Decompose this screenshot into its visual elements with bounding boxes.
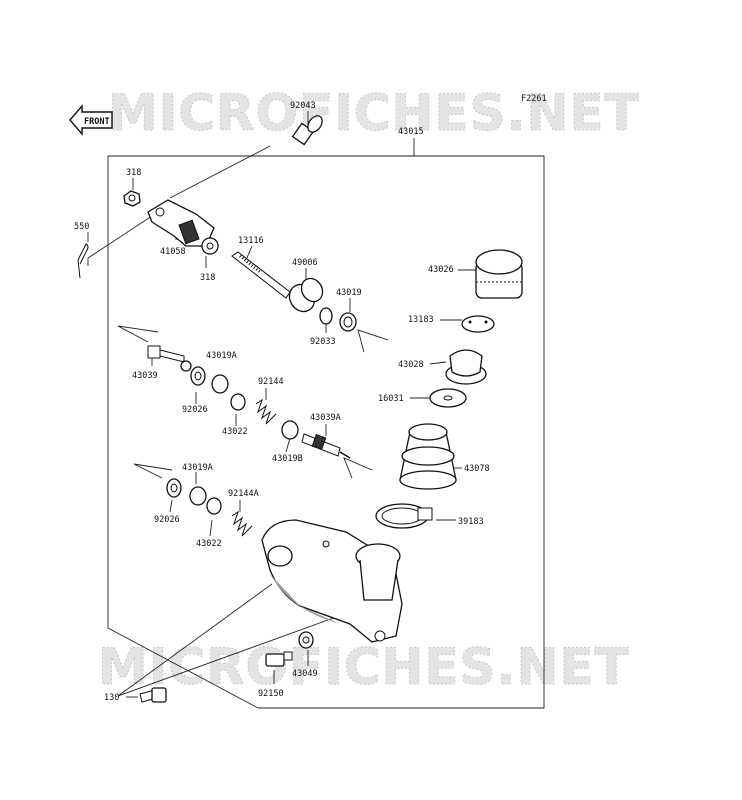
part-master-cylinder-body	[261, 519, 403, 643]
label-39183: 39183	[458, 517, 484, 527]
part-43028-diaphragm	[445, 349, 487, 385]
part-43078-reservoir-boot	[399, 423, 457, 490]
figure-code: F2261	[521, 94, 547, 104]
front-label: FRONT	[84, 117, 110, 127]
label-43078: 43078	[464, 464, 490, 474]
part-550-cotter-pin	[77, 243, 89, 279]
label-92144: 92144	[258, 377, 284, 387]
part-39183-hose-clamp	[375, 503, 433, 529]
label-43019A-1: 43019A	[206, 351, 237, 361]
label-43049: 43049	[292, 669, 318, 679]
part-43026-reservoir-cap	[475, 249, 523, 299]
label-92150: 92150	[258, 689, 284, 699]
label-43039: 43039	[132, 371, 158, 381]
front-arrow-icon: FRONT	[69, 104, 113, 136]
part-92144A-spring	[231, 510, 253, 537]
part-41058-clevis	[147, 199, 215, 247]
part-49006-sleeve	[288, 277, 324, 313]
label-43019B: 43019B	[272, 454, 303, 464]
part-43019A-cup-2	[189, 486, 207, 506]
label-92026-2: 92026	[154, 515, 180, 525]
leader-lines	[87, 111, 478, 698]
label-318-washer: 318	[200, 273, 215, 283]
part-13183-plate	[461, 315, 495, 333]
label-13116: 13116	[238, 236, 264, 246]
part-92043-pin	[291, 115, 323, 146]
label-550: 550	[74, 222, 89, 232]
part-16031-washer	[429, 388, 467, 408]
part-318-washer	[201, 237, 219, 255]
part-43022-seal-1	[230, 393, 246, 411]
part-43039-rod	[147, 345, 192, 372]
label-130: 130	[104, 693, 119, 703]
part-92033-ring	[319, 307, 333, 325]
label-49006: 49006	[292, 258, 318, 268]
part-43019B-cup	[281, 420, 299, 440]
part-130-bolt	[139, 687, 167, 703]
part-43022-seal-2	[206, 497, 222, 515]
label-92033: 92033	[310, 337, 336, 347]
label-43028: 43028	[398, 360, 424, 370]
part-43019-cup	[339, 312, 357, 332]
label-43039A: 43039A	[310, 413, 341, 423]
watermark-top: MICROFICHES.NET	[108, 84, 640, 142]
part-number-labels: 92043 43015 318 550 41058 318 13116 4900…	[74, 101, 490, 703]
part-318-nut	[123, 190, 141, 207]
part-43049-washer	[298, 631, 314, 649]
part-92026-washer-2	[166, 478, 182, 498]
label-41058: 41058	[160, 247, 186, 257]
label-43019: 43019	[336, 288, 362, 298]
part-43039A-piston	[301, 433, 351, 459]
label-92026-1: 92026	[182, 405, 208, 415]
watermark-bottom: MICROFICHES.NET	[98, 638, 630, 696]
label-43015: 43015	[398, 127, 424, 137]
label-318-nut: 318	[126, 168, 141, 178]
label-16031: 16031	[378, 394, 404, 404]
part-43019A-cup-1	[211, 374, 229, 394]
label-13183: 13183	[408, 315, 434, 325]
part-92026-washer-1	[190, 366, 206, 386]
part-92144-spring	[255, 398, 277, 425]
label-43019A-2: 43019A	[182, 463, 213, 473]
label-43022-1: 43022	[222, 427, 248, 437]
label-92144A: 92144A	[228, 489, 259, 499]
part-13116-push-rod	[231, 251, 291, 299]
part-92150-bolt	[265, 651, 293, 667]
label-43026: 43026	[428, 265, 454, 275]
label-92043: 92043	[290, 101, 316, 111]
label-43022-2: 43022	[196, 539, 222, 549]
assembly-outline	[107, 138, 545, 709]
